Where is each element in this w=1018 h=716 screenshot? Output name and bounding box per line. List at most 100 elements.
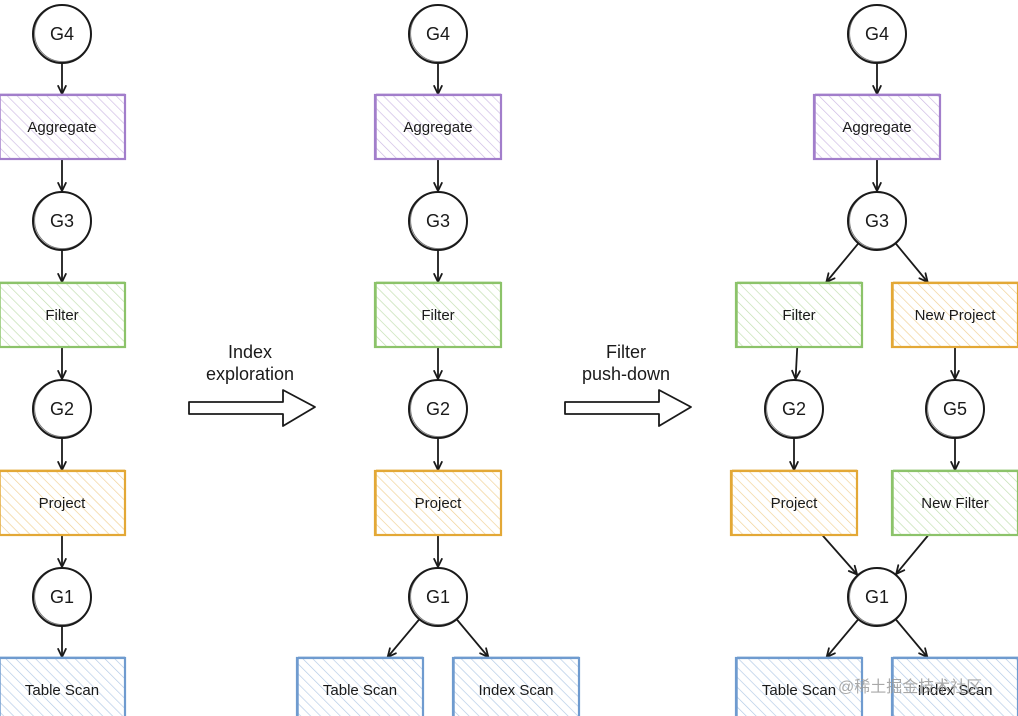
group-label: G2 [782, 399, 806, 419]
group-circle-sketch [927, 379, 985, 438]
transition-label-line-1: Filter [606, 342, 646, 362]
group-circle-sketch [849, 4, 907, 63]
group-s2-g3: G3 [847, 191, 907, 251]
operator-border-sketch [298, 656, 423, 716]
operator-label: Table Scan [323, 682, 397, 699]
group-label: G4 [50, 24, 74, 44]
edge-s2-g2-to-s2-project [789, 438, 799, 471]
operator-border-sketch [737, 656, 862, 716]
operator-border-sketch [815, 93, 940, 160]
operator-hatch [736, 658, 862, 716]
operator-hatch [453, 658, 579, 716]
edge-line [822, 535, 858, 576]
operator-label: Filter [45, 307, 78, 324]
operator-label: Project [415, 495, 463, 512]
group-s0-g3: G3 [32, 191, 92, 251]
operator-s2-project: Project [729, 469, 859, 537]
operator-label: Aggregate [403, 119, 472, 136]
operator-hatch [0, 658, 125, 716]
operator-border-sketch [0, 469, 125, 536]
group-s1-g2: G2 [408, 379, 468, 439]
group-circle-sketch [849, 567, 907, 626]
group-circle-sketch [410, 191, 468, 250]
operator-s1-project: Project [373, 469, 503, 537]
operator-hatch [0, 283, 125, 347]
group-label: G3 [426, 211, 450, 231]
arrowhead-icon [791, 369, 801, 380]
edge-s2-g3-to-s2-new-project [895, 243, 929, 283]
edge-s2-aggregate-to-s2-g3 [872, 159, 882, 192]
group-s2-g5: G5 [925, 379, 985, 439]
operator-label: Filter [421, 307, 454, 324]
transition-label-line-2: push-down [582, 364, 670, 384]
right-arrow-icon [564, 389, 692, 427]
operator-hatch [375, 471, 501, 535]
group-s0-g4: G4 [32, 4, 92, 64]
watermark: @稀土掘金技术社区 [838, 678, 982, 696]
edge-s2-g1-to-s2-index-scan [895, 619, 929, 658]
edge-s1-g4-to-s1-aggregate [433, 63, 443, 95]
edge-s2-g3-to-s2-filter [825, 243, 859, 283]
edge-s0-g3-to-s0-filter [57, 250, 67, 283]
group-label: G1 [426, 587, 450, 607]
operator-s2-filter: Filter [734, 281, 864, 349]
operator-hatch [0, 471, 125, 535]
operator-hatch [375, 95, 501, 159]
operator-label: Index Scan [478, 682, 553, 699]
edge-s2-project-to-s2-g1 [822, 535, 858, 576]
group-s2-g4: G4 [847, 4, 907, 64]
edge-line [794, 347, 799, 380]
operator-s2-aggregate: Aggregate [812, 93, 942, 161]
operator-label: Filter [782, 307, 815, 324]
edge-s1-project-to-s1-g1 [433, 535, 443, 568]
operator-label: New Filter [921, 495, 989, 512]
operator-border-sketch [732, 469, 857, 536]
group-circle-sketch [849, 191, 907, 250]
edge-s0-g2-to-s0-project [57, 438, 67, 471]
operator-hatch [892, 658, 1018, 716]
edge-line [386, 619, 420, 658]
operator-label: Aggregate [27, 119, 96, 136]
group-label: G1 [865, 587, 889, 607]
operator-hatch [736, 283, 862, 347]
edge-s2-g1-to-s2-table-scan [825, 619, 859, 658]
edge-s1-aggregate-to-s1-g3 [433, 159, 443, 192]
edge-s2-new-project-to-s2-g5 [950, 347, 960, 380]
group-s1-g1: G1 [408, 567, 468, 627]
operator-hatch [814, 95, 940, 159]
edge-line [895, 619, 929, 658]
right-arrow-icon [188, 389, 316, 427]
group-s1-g3: G3 [408, 191, 468, 251]
operator-s2-table-scan: Table Scan [734, 656, 864, 716]
edge-s2-g4-to-s2-aggregate [872, 63, 882, 95]
operator-s0-project: Project [0, 469, 127, 537]
edge-s1-g1-to-s1-table-scan [386, 619, 420, 658]
operator-hatch [892, 471, 1018, 535]
group-circle-sketch [410, 379, 468, 438]
group-label: G3 [865, 211, 889, 231]
operator-s1-aggregate: Aggregate [373, 93, 503, 161]
group-circle-sketch [766, 379, 824, 438]
operator-hatch [731, 471, 857, 535]
edge-s0-g1-to-s0-table-scan [57, 626, 67, 658]
arrowhead-icon [847, 564, 858, 576]
group-s0-g2: G2 [32, 379, 92, 439]
edge-line [456, 619, 490, 658]
group-label: G3 [50, 211, 74, 231]
operator-s1-filter: Filter [373, 281, 503, 349]
operator-hatch [892, 283, 1018, 347]
group-label: G2 [50, 399, 74, 419]
operator-label: Project [39, 495, 87, 512]
edge-line [825, 619, 859, 658]
group-circle-sketch [34, 4, 92, 63]
group-circle-sketch [34, 191, 92, 250]
edge-s0-project-to-s0-g1 [57, 535, 67, 568]
operator-label: New Project [915, 307, 997, 324]
operator-border-sketch [0, 93, 125, 160]
edge-s1-filter-to-s1-g2 [433, 347, 443, 380]
operator-border-sketch [376, 93, 501, 160]
operator-border-sketch [376, 281, 501, 348]
edge-s0-aggregate-to-s0-g3 [57, 159, 67, 192]
operator-border [890, 656, 1018, 716]
